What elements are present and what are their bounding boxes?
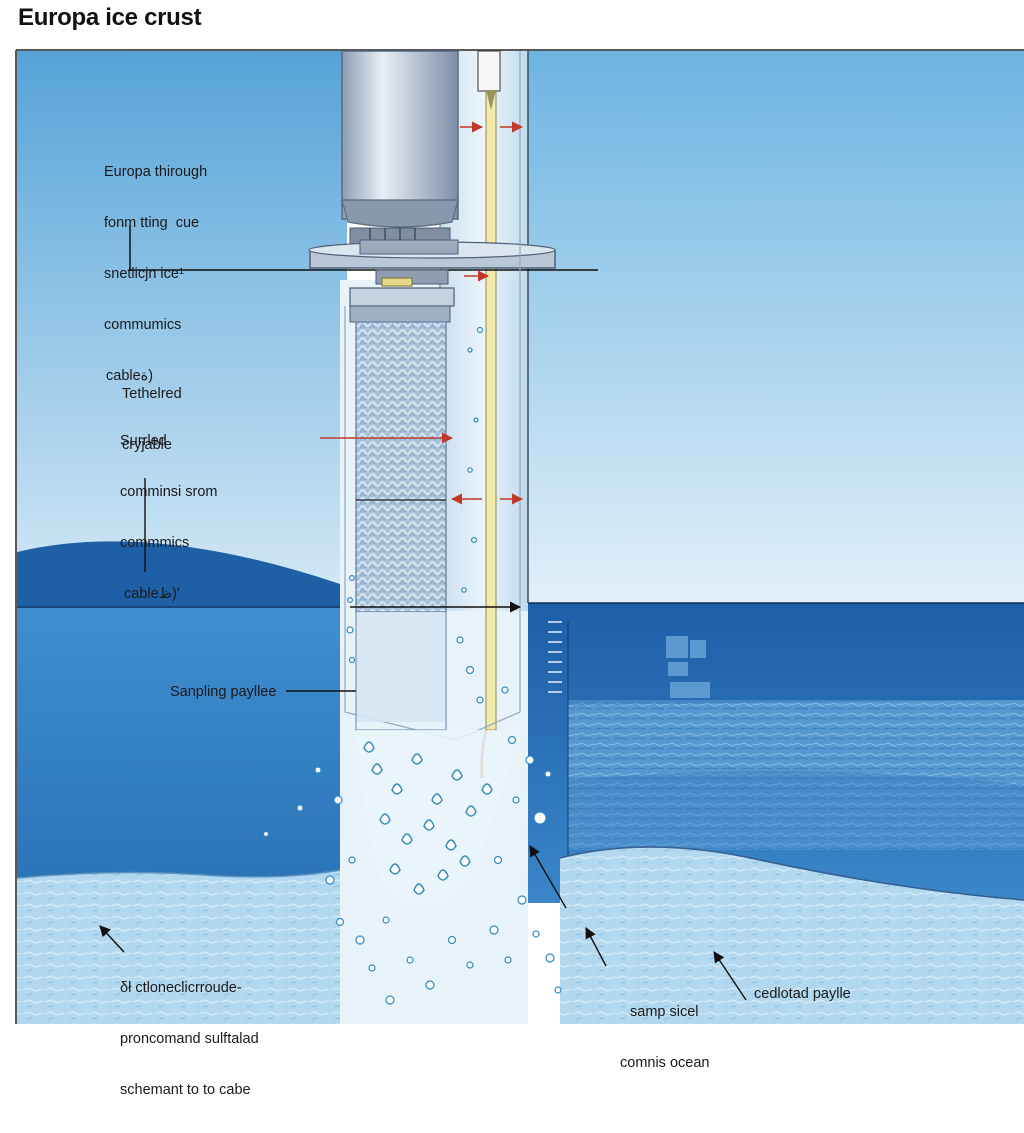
label-line: cableظ)ʹ: [124, 586, 180, 602]
label-line: fonm tting cue: [104, 215, 200, 231]
label-line: schemant to to cabe: [120, 1082, 251, 1098]
label-line: samp sicel: [630, 1004, 699, 1020]
label-tethered: Tethelred cryjable: [122, 352, 182, 488]
label-line: proncomand sulftalad: [120, 1031, 259, 1047]
label-line: Europa thirough: [104, 164, 208, 180]
diagram-title: Europa ice crust: [18, 4, 202, 31]
label-sampling-payload: Sanpling payllee: [170, 684, 277, 700]
label-line: commumics: [104, 317, 182, 333]
europa-diagram-graphic: [15, 49, 1024, 1024]
label-bottom-left: δł ctloneclicrroude- proncomand sulftala…: [120, 946, 259, 1133]
label-line: comnis ocean: [620, 1055, 710, 1071]
label-line: cableة): [106, 368, 154, 384]
label-line: δł ctloneclicrroude-: [120, 980, 242, 996]
label-line: Tethelred: [122, 386, 182, 402]
diagram-stage: Europa ice crust Europa thirough fonm tt…: [15, 4, 1024, 1098]
label-line: snetlicjn ice¹: [104, 266, 184, 282]
label-bottom-right: cedlotad paylle: [754, 986, 851, 1002]
label-surfled: Surrled comminsi srom commmics cableظ)ʹ: [120, 399, 217, 637]
label-top-left: Europa thirough fonm tting cue snetlicjn…: [104, 130, 207, 419]
label-line: cryjable: [122, 437, 172, 453]
label-line: commmics: [120, 535, 190, 551]
label-bottom-middle: samp sicel comnis ocean: [620, 970, 709, 1106]
label-line: comminsi srom: [120, 484, 218, 500]
label-line: Surrled: [120, 433, 167, 449]
